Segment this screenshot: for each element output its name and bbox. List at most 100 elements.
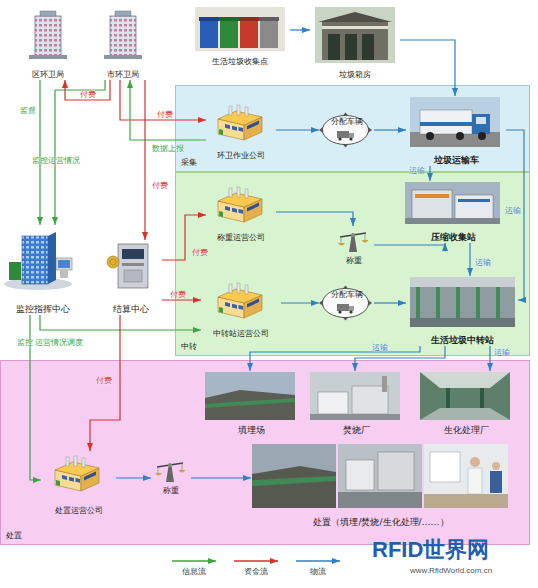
flow-arrow bbox=[281, 302, 319, 303]
edge-label: 付费 bbox=[96, 376, 112, 385]
node-label: 市环卫局 bbox=[107, 70, 139, 80]
flow-arrow bbox=[290, 29, 310, 30]
dispatch-circle: 分配车辆 bbox=[319, 113, 374, 149]
stage-band: 中转称重运营公司称重压缩收集站中转站运营公司分配车辆生活垃圾中转站 bbox=[175, 172, 530, 356]
bureau-icon: 区环卫局 bbox=[20, 5, 75, 80]
node-label: 结算中心 bbox=[113, 304, 149, 315]
scale-icon: 称重 bbox=[151, 456, 191, 496]
legend-line bbox=[294, 557, 342, 565]
node-label: 处置（填埋/焚烧/生化处理/……） bbox=[313, 517, 448, 528]
flow-arrow bbox=[469, 243, 470, 276]
node-label: 区环卫局 bbox=[32, 70, 64, 80]
company-icon: 处置运营公司 bbox=[41, 451, 116, 516]
dispatch-circle: 分配车辆 bbox=[319, 286, 374, 322]
node-label: 称重 bbox=[163, 486, 179, 496]
flow-arrow bbox=[65, 80, 110, 100]
edge-label: 运输 bbox=[505, 206, 521, 215]
edge-label: 付费 bbox=[157, 110, 173, 119]
legend-item: 物流 bbox=[294, 557, 342, 577]
flow-arrow bbox=[90, 315, 120, 451]
flow-arrow bbox=[144, 80, 145, 240]
edge-label: 监控运营情况 bbox=[32, 156, 80, 165]
flow-arrow bbox=[374, 129, 406, 130]
node-label: 生活垃圾收集点 bbox=[212, 57, 268, 67]
node-label: 生化处理厂 bbox=[444, 425, 489, 436]
photo-node: 生活垃圾中转站 bbox=[406, 276, 518, 346]
photo-node: 压缩收集站 bbox=[401, 181, 506, 243]
flow-arrow bbox=[120, 80, 206, 120]
legend-line bbox=[232, 557, 280, 565]
photo-node: 生化处理厂 bbox=[421, 371, 511, 436]
legend-label: 信息流 bbox=[182, 567, 206, 577]
flow-arrow bbox=[489, 346, 490, 371]
flow-arrow bbox=[39, 80, 40, 225]
edge-label: 付费 bbox=[152, 181, 168, 190]
legend-line bbox=[296, 560, 340, 562]
node-label: 处置运营公司 bbox=[55, 506, 103, 516]
edge-label: 运输 bbox=[494, 348, 510, 357]
edge-label: 付费 bbox=[170, 290, 186, 299]
photo-node: 垃圾箱房 bbox=[310, 5, 400, 80]
company-icon: 称重运营公司 bbox=[206, 183, 276, 243]
photo-node: 垃圾运输车 bbox=[406, 96, 506, 166]
node-label: 监控指挥中心 bbox=[16, 304, 70, 315]
photo-node: 焚烧厂 bbox=[311, 371, 401, 436]
flow-arrow bbox=[162, 299, 201, 300]
edge-label: 付费 bbox=[80, 90, 96, 99]
flow-arrow bbox=[506, 130, 524, 300]
node-label: 分配车辆 bbox=[331, 117, 363, 127]
flow-arrow bbox=[276, 129, 319, 130]
flow-arrow bbox=[276, 212, 353, 226]
legend-item: 信息流 bbox=[170, 557, 218, 577]
photo-node: 处置（填埋/焚烧/生化处理/……） bbox=[251, 443, 511, 528]
node-label: 中转站运营公司 bbox=[213, 329, 269, 339]
photo-node: 填埋场 bbox=[206, 371, 296, 436]
node-label: 称重 bbox=[346, 256, 362, 266]
legend-label: 物流 bbox=[310, 567, 326, 577]
edge-label: 运输 bbox=[372, 343, 388, 352]
flow-arrow bbox=[355, 346, 445, 371]
node-label: 焚烧厂 bbox=[343, 425, 370, 436]
company-icon: 中转站运营公司 bbox=[201, 279, 281, 339]
edge-label: 数据上报 bbox=[152, 144, 184, 153]
edge-label: 监控 运营情况调度 bbox=[17, 338, 84, 347]
stage-band: 处置 填埋场焚烧厂 生化处理厂处置运营公司 称重处置（填埋/焚烧/生化处理/……） bbox=[0, 360, 530, 545]
flow-arrow bbox=[191, 477, 251, 478]
legend-line bbox=[234, 560, 278, 562]
flow-arrow bbox=[162, 215, 206, 260]
node-label: 环卫作业公司 bbox=[217, 151, 265, 161]
legend-line bbox=[172, 560, 216, 562]
legend-line bbox=[170, 557, 218, 565]
flow-arrow bbox=[400, 40, 455, 96]
flow-arrow bbox=[116, 477, 151, 478]
flow-arrow bbox=[429, 166, 430, 181]
flow-arrow bbox=[374, 243, 445, 245]
flow-arrow bbox=[130, 80, 206, 140]
photo-node: 生活垃圾收集点 bbox=[190, 5, 290, 67]
edge-label: 运输 bbox=[409, 166, 425, 175]
bureau-icon: 市环卫局 bbox=[95, 5, 150, 80]
node-label: 生活垃圾中转站 bbox=[431, 335, 494, 346]
legend-label: 资金流 bbox=[244, 567, 268, 577]
scale-icon: 称重 bbox=[334, 226, 374, 266]
flow-arrow bbox=[40, 315, 201, 330]
flow-arrow bbox=[250, 346, 420, 371]
edge-label: 运输 bbox=[475, 258, 491, 267]
flow-arrow bbox=[374, 302, 406, 303]
edge-label: 监督 bbox=[20, 106, 36, 115]
center-icon: 监控指挥中心 bbox=[5, 225, 80, 315]
company-icon: 环卫作业公司 bbox=[206, 101, 276, 161]
watermark-text: RFID世界网 bbox=[372, 538, 489, 562]
flow-arrow bbox=[55, 80, 105, 225]
legend-item: 资金流 bbox=[232, 557, 280, 577]
node-label: 垃圾箱房 bbox=[339, 70, 371, 80]
watermark-text: www.RfidWorld.com.cn bbox=[410, 566, 492, 576]
node-label: 处置 bbox=[6, 531, 22, 541]
flow-arrow bbox=[30, 315, 41, 480]
node-label: 垃圾运输车 bbox=[434, 155, 479, 166]
node-label: 称重运营公司 bbox=[217, 233, 265, 243]
